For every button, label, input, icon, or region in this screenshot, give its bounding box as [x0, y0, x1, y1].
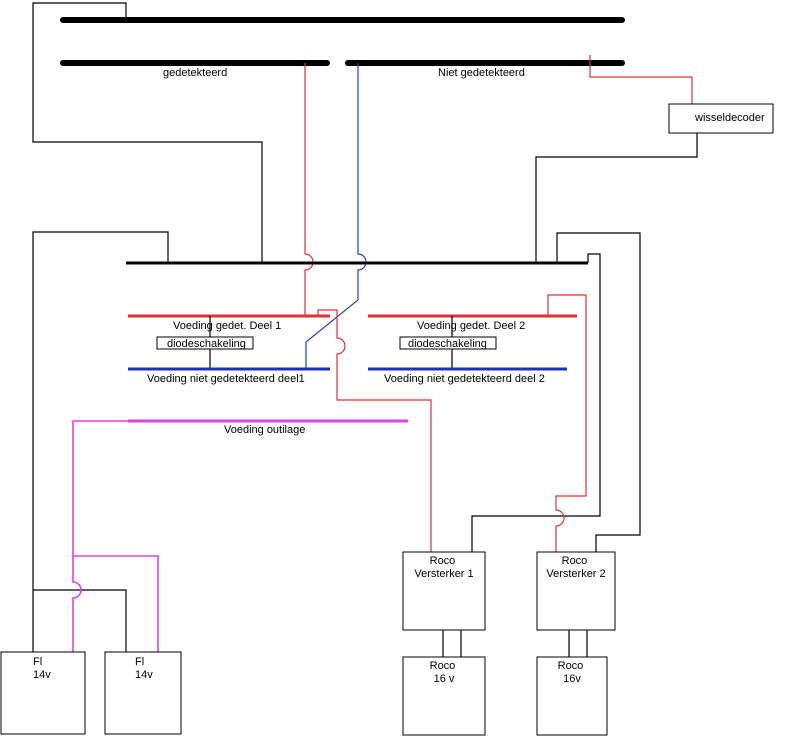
wire-bus-right-2: [471, 253, 601, 553]
label-roco-16v-2: Roco 16v: [558, 660, 587, 685]
label-fl-14v-1-line2: 14v: [33, 669, 51, 681]
wire-red-gedetekteerd: [304, 63, 314, 317]
label-voeding-outilage: Voeding outilage: [224, 424, 305, 436]
label-gedetekteerd: gedetekteerd: [163, 67, 227, 79]
wire-mag-fl-1: [72, 420, 128, 653]
label-voeding-gedet-2: Voeding gedet. Deel 2: [417, 320, 525, 332]
wire-bus-left: [32, 231, 169, 653]
wire-top-rail-left: [32, 2, 263, 263]
label-diodeschakeling-1: diodeschakeling: [167, 338, 246, 350]
wire-red-versterker-1: [317, 309, 432, 560]
roco-versterker-2-box: [536, 551, 616, 631]
label-niet-gedetekteerd: Niet gedetekteerd: [438, 67, 525, 79]
wire-red-wisseldecoder: [589, 55, 693, 108]
label-roco-versterker-1-line1: Roco: [430, 555, 456, 567]
label-diodeschakeling-2: diodeschakeling: [408, 338, 487, 350]
label-fl-14v-2-line2: 14v: [135, 669, 153, 681]
wire-wisseldecoder-bus: [535, 133, 698, 263]
label-roco-versterker-1: Roco Versterker 1: [414, 555, 473, 580]
roco-16v-2-box: [536, 656, 608, 736]
roco-16v-1-box: [402, 656, 486, 736]
label-roco-16v-2-line2: 16v: [563, 673, 581, 685]
label-fl-14v-2: Fl 14v: [135, 656, 153, 681]
label-wisseldecoder: wisseldecoder: [694, 112, 765, 124]
label-fl-14v-1: Fl 14v: [33, 656, 51, 681]
label-roco-versterker-2: Roco Versterker 2: [546, 555, 605, 580]
label-voeding-niet-1: Voeding niet gedetekteerd deel1: [147, 373, 305, 385]
label-voeding-gedet-1: Voeding gedet. Deel 1: [173, 320, 281, 332]
wire-red-versterker-2: [547, 294, 587, 560]
label-voeding-niet-2: Voeding niet gedetekteerd deel 2: [384, 373, 545, 385]
diodeschakeling-2-box: [399, 336, 497, 350]
wire-fl-branch: [33, 589, 127, 653]
wire-mag-fl-2: [73, 555, 159, 653]
label-roco-16v-2-line1: Roco: [558, 660, 584, 672]
fl-14v-2-box: [104, 651, 182, 735]
wisseldecoder-box: [668, 103, 774, 134]
label-roco-16v-1-line1: Roco: [430, 660, 456, 672]
label-roco-16v-1: Roco 16 v: [430, 660, 459, 685]
fl-14v-1-box: [0, 651, 86, 735]
label-fl-14v-2-line1: Fl: [135, 656, 144, 668]
roco-versterker-1-box: [402, 551, 486, 631]
label-fl-14v-1-line1: Fl: [33, 656, 42, 668]
label-roco-versterker-2-line1: Roco: [562, 555, 588, 567]
wire-bus-right-1: [556, 232, 641, 553]
label-roco-versterker-1-line2: Versterker 1: [414, 568, 473, 580]
diodeschakeling-1-box: [156, 336, 254, 350]
wire-blue-niet-gedetekteerd: [305, 63, 367, 369]
label-roco-versterker-2-line2: Versterker 2: [546, 568, 605, 580]
label-roco-16v-1-line2: 16 v: [434, 673, 455, 685]
